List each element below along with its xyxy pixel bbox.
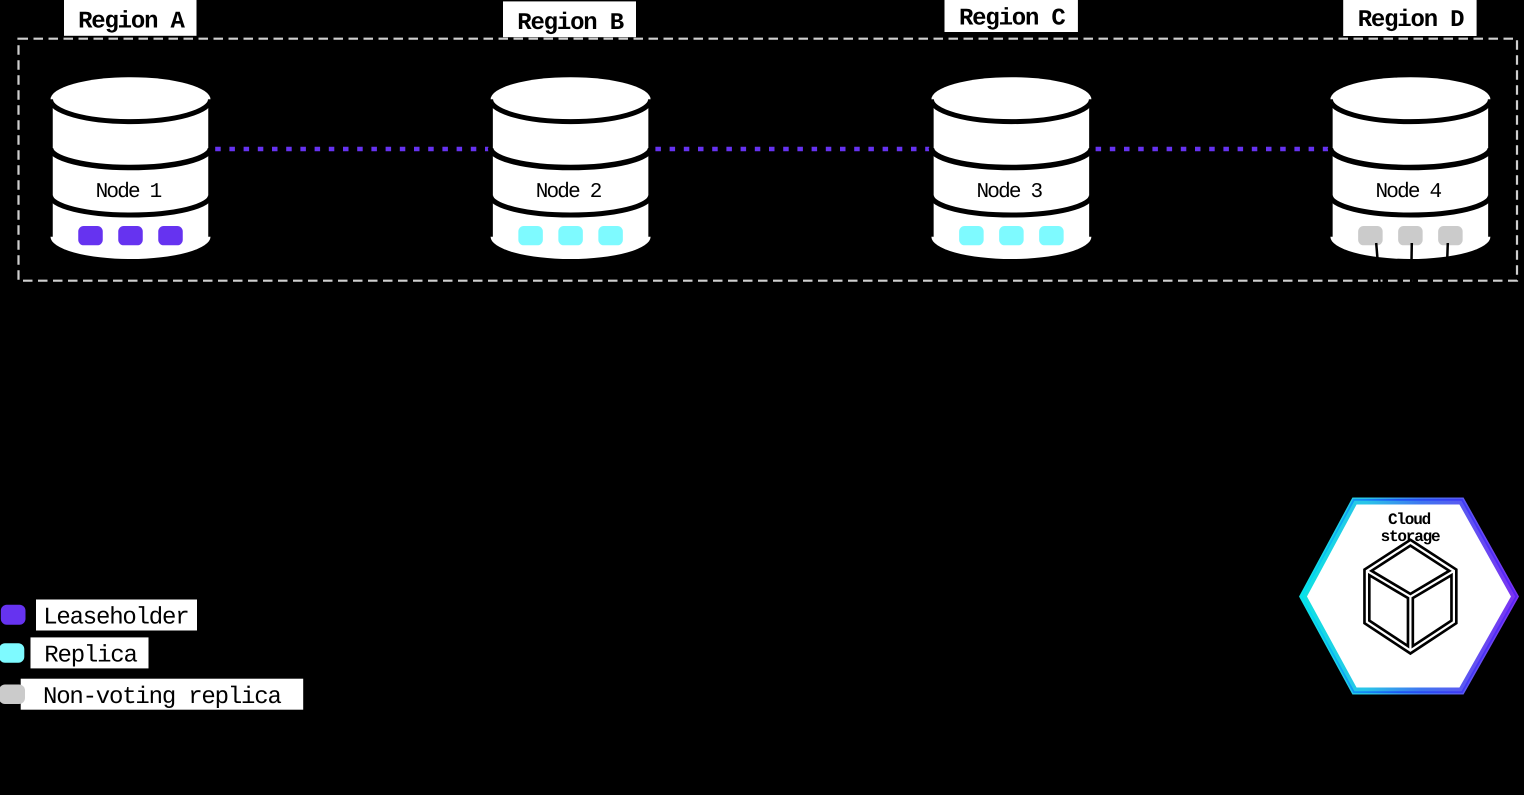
- svg-text:Non-voting replica: Non-voting replica: [43, 684, 281, 711]
- svg-text:Region A: Region A: [78, 9, 185, 36]
- svg-text:Region D: Region D: [1358, 7, 1464, 34]
- svg-text:Region C: Region C: [959, 6, 1065, 33]
- svg-text:Node 4: Node 4: [1375, 181, 1441, 204]
- svg-text:Replica: Replica: [44, 643, 137, 670]
- svg-text:storage: storage: [1381, 528, 1440, 546]
- svg-text:Node 3: Node 3: [976, 181, 1042, 204]
- svg-text:Region B: Region B: [517, 10, 623, 37]
- svg-text:Node 1: Node 1: [96, 181, 162, 204]
- svg-text:Cloud: Cloud: [1388, 511, 1431, 529]
- svg-text:Leaseholder: Leaseholder: [43, 605, 188, 632]
- svg-text:Node 2: Node 2: [536, 181, 602, 204]
